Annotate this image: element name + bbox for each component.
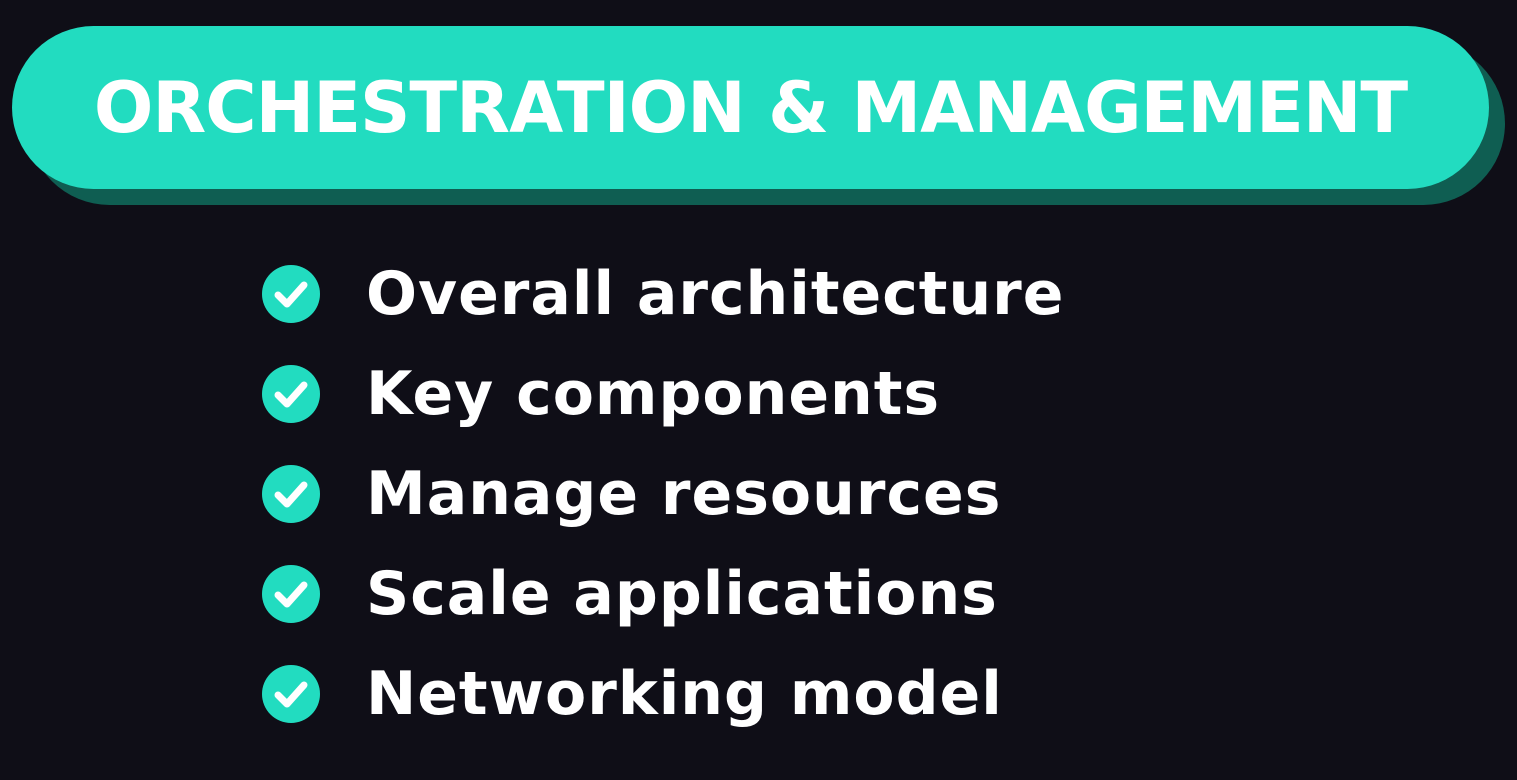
- check-circle-icon: [262, 365, 320, 423]
- list-item-label: Key components: [366, 359, 941, 429]
- list-item: Networking model: [262, 644, 1064, 744]
- checklist: Overall architecture Key components Mana…: [262, 244, 1064, 744]
- list-item-label: Overall architecture: [366, 259, 1065, 329]
- check-circle-icon: [262, 565, 320, 623]
- check-circle-icon: [262, 465, 320, 523]
- check-circle-icon: [262, 265, 320, 323]
- list-item: Overall architecture: [262, 244, 1064, 344]
- list-item-label: Networking model: [366, 659, 1003, 729]
- list-item: Manage resources: [262, 444, 1064, 544]
- list-item: Key components: [262, 344, 1064, 444]
- title-banner: ORCHESTRATION & MANAGEMENT: [12, 26, 1489, 189]
- check-circle-icon: [262, 665, 320, 723]
- list-item: Scale applications: [262, 544, 1064, 644]
- banner-title: ORCHESTRATION & MANAGEMENT: [93, 66, 1408, 149]
- list-item-label: Scale applications: [366, 559, 998, 629]
- list-item-label: Manage resources: [366, 459, 1002, 529]
